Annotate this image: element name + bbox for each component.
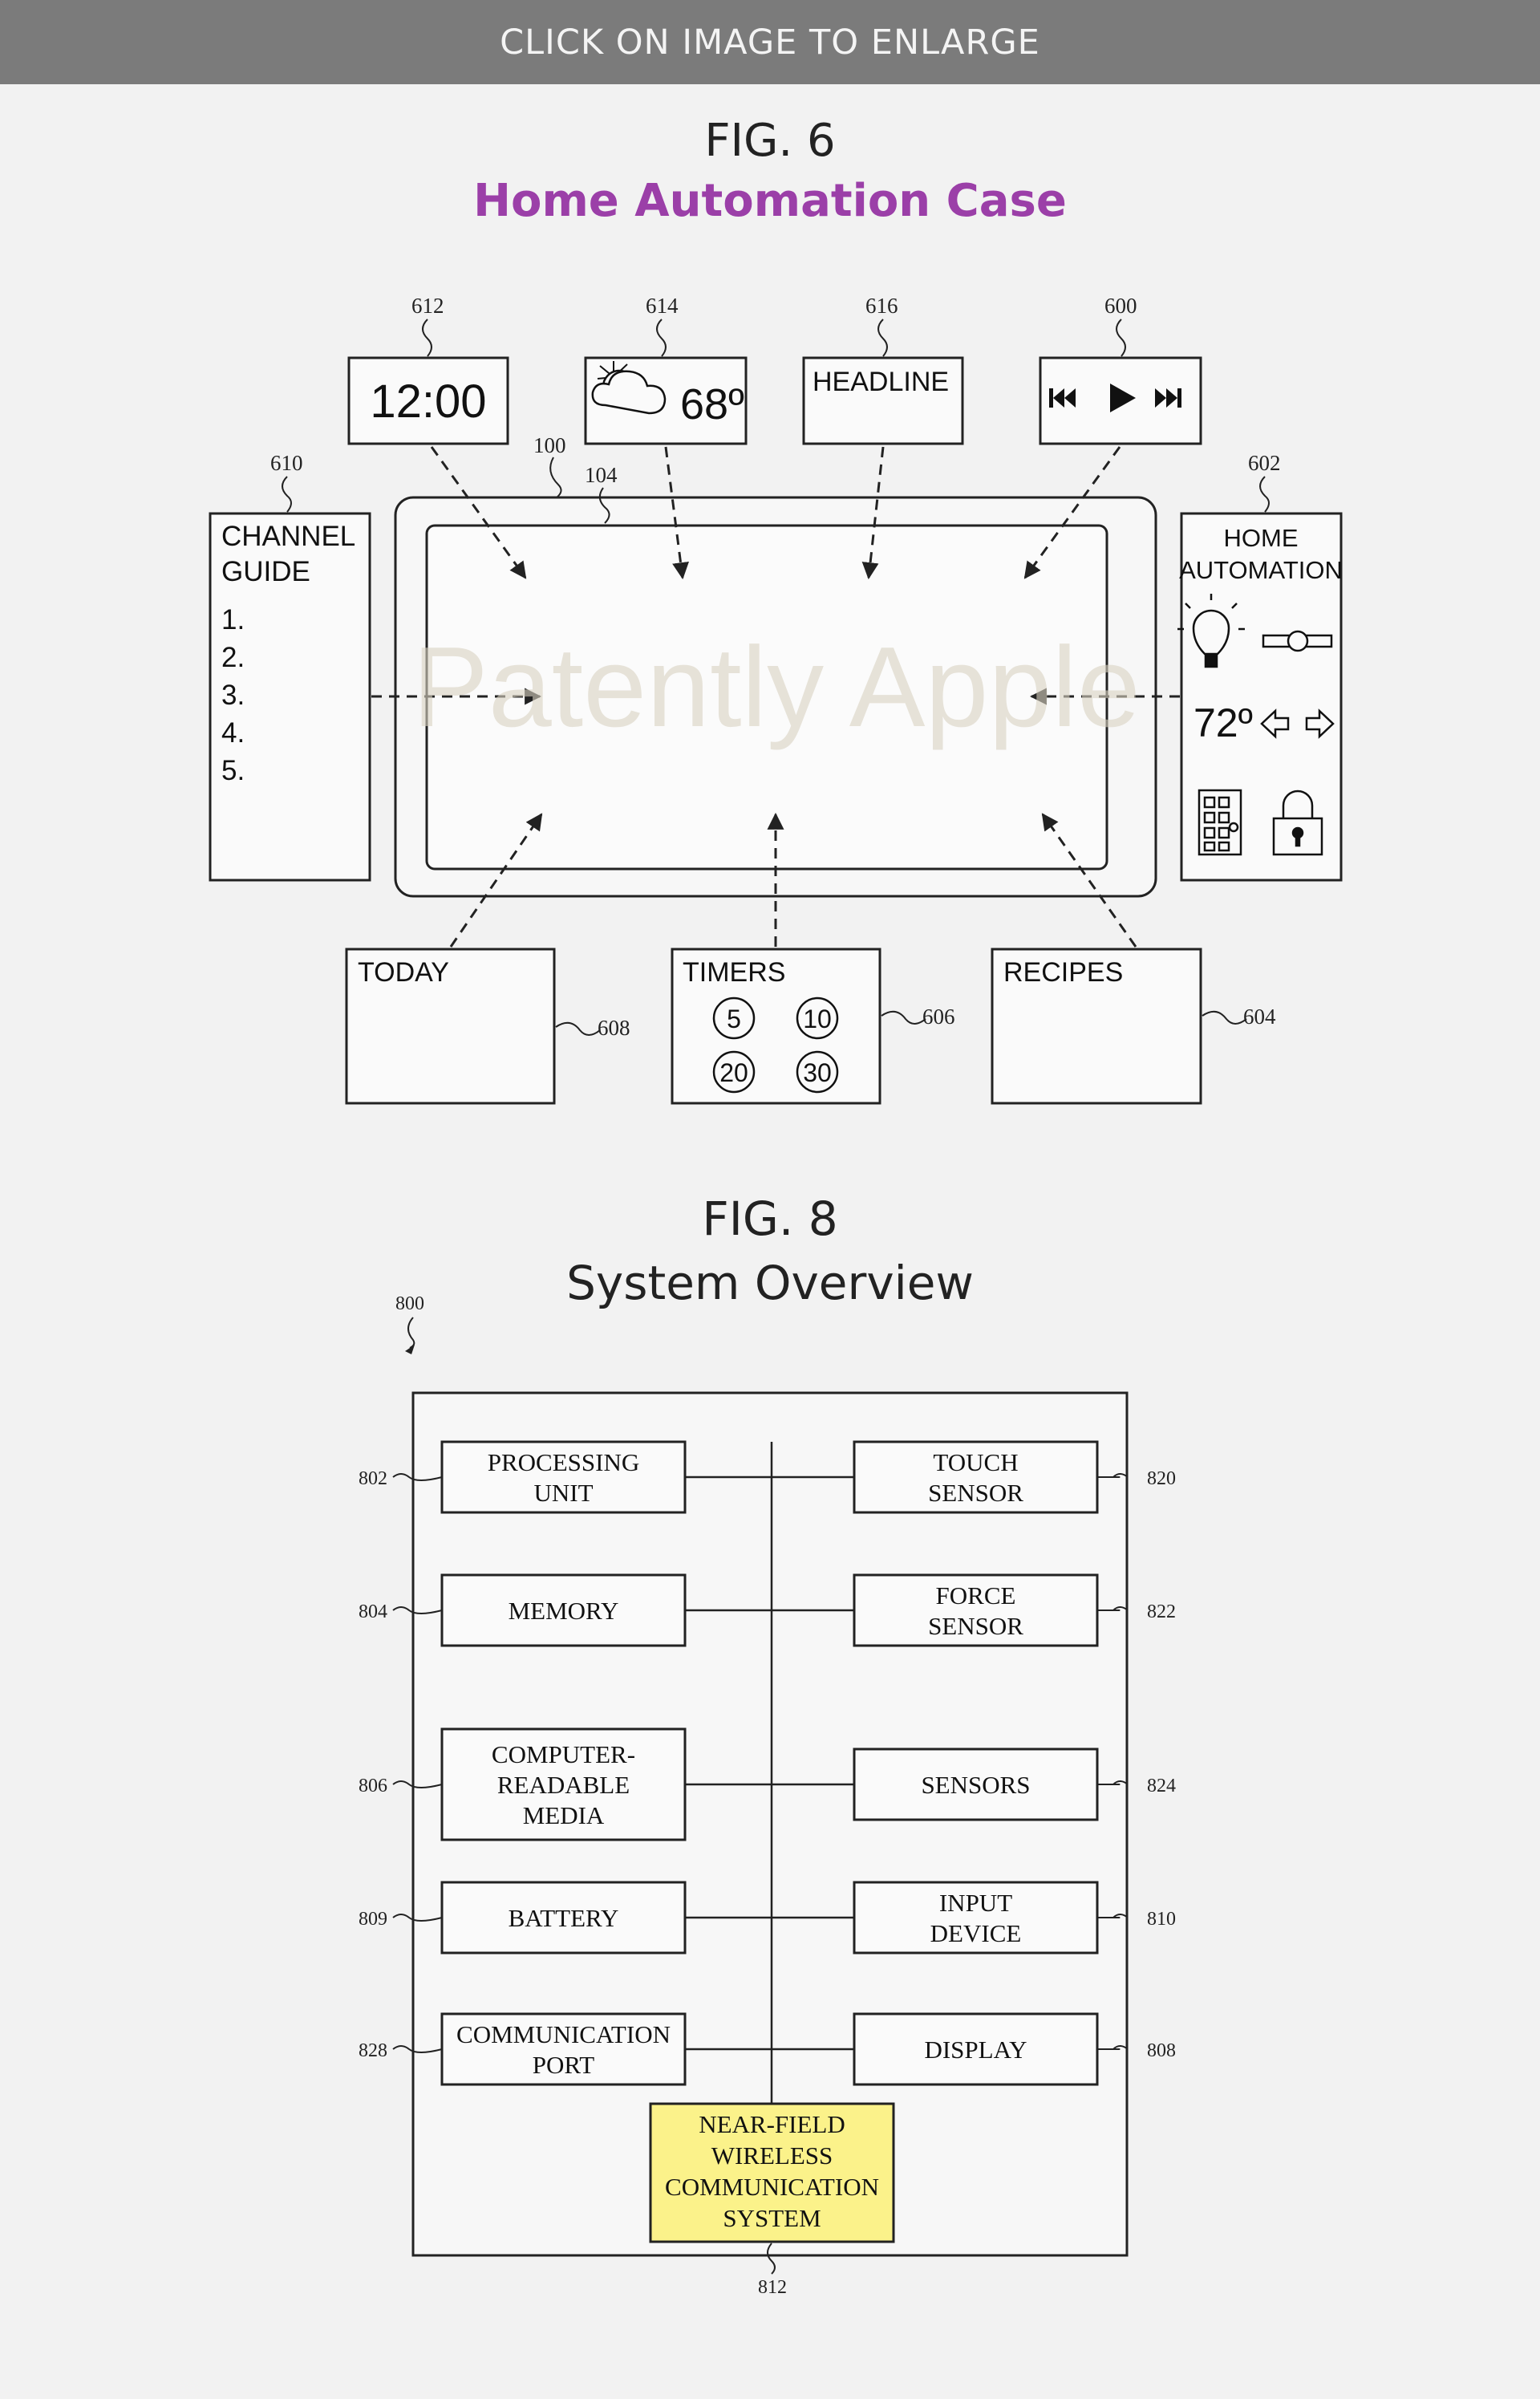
block-822-label: SENSOR — [928, 1612, 1023, 1640]
block-806-label: MEDIA — [523, 1801, 605, 1829]
block-822-label: FORCE — [936, 1581, 1016, 1609]
block-810-label: INPUT — [939, 1889, 1012, 1917]
ref-820: 820 — [1147, 1468, 1176, 1489]
ref-810: 810 — [1147, 1909, 1176, 1930]
block-804-label: MEMORY — [509, 1597, 619, 1625]
ref-828: 828 — [359, 2040, 387, 2061]
ref-824: 824 — [1147, 1776, 1176, 1796]
block-806-label: COMPUTER- — [492, 1740, 635, 1768]
ref-809: 809 — [359, 1909, 387, 1930]
block-820-label: SENSOR — [928, 1479, 1023, 1507]
block-828-label: COMMUNICATION — [456, 2020, 671, 2048]
ref-812: 812 — [758, 2277, 787, 2298]
ref-802: 802 — [359, 1468, 387, 1489]
block-828-label: PORT — [533, 2051, 594, 2079]
block-near-field-label: NEAR-FIELD — [699, 2110, 845, 2138]
block-802-label: UNIT — [533, 1479, 593, 1507]
block-809-label: BATTERY — [509, 1904, 619, 1932]
ref-806: 806 — [359, 1776, 387, 1796]
block-near-field-label: WIRELESS — [711, 2141, 833, 2170]
block-824-label: SENSORS — [921, 1771, 1030, 1799]
block-810-label: DEVICE — [930, 1919, 1022, 1947]
block-near-field-label: SYSTEM — [723, 2204, 821, 2232]
ref-822: 822 — [1147, 1601, 1176, 1622]
ref-800: 800 — [395, 1293, 424, 1314]
ref-804: 804 — [359, 1601, 387, 1622]
block-near-field-label: COMMUNICATION — [665, 2173, 879, 2201]
block-820-label: TOUCH — [933, 1448, 1018, 1476]
block-806-label: READABLE — [497, 1771, 630, 1799]
block-802-label: PROCESSING — [488, 1448, 640, 1476]
leader-800-arrowhead — [405, 1345, 415, 1354]
block-808-label: DISPLAY — [924, 2036, 1027, 2064]
ref-808: 808 — [1147, 2040, 1176, 2061]
leader-800 — [408, 1317, 414, 1348]
